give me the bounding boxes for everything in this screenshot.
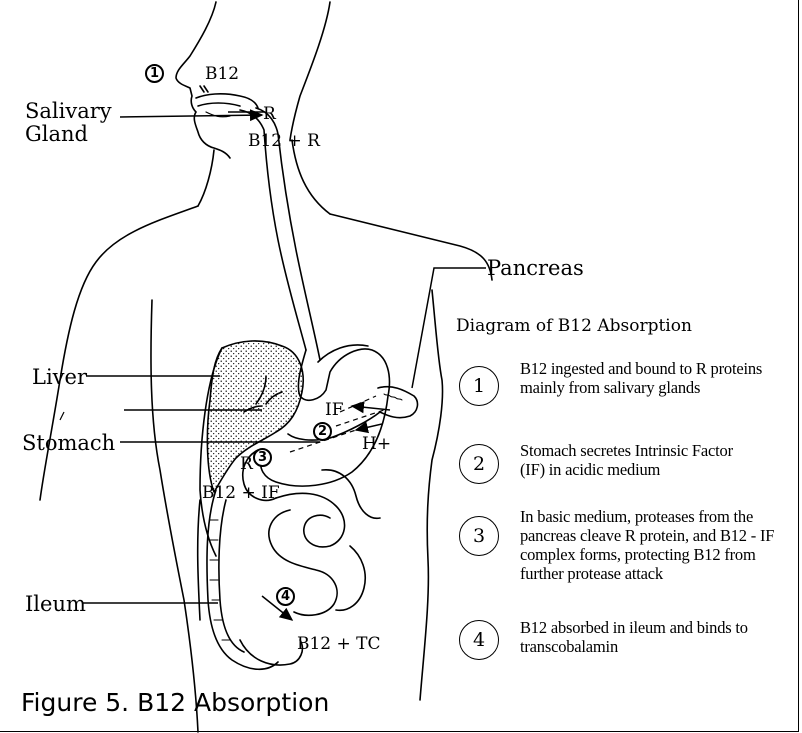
ileum-loop <box>240 640 302 665</box>
mouth-cavity <box>196 94 258 108</box>
figure-caption: Figure 5. B12 Absorption <box>21 688 329 717</box>
pancreas-label: Pancreas <box>487 258 584 279</box>
stomach-label: Stomach <box>22 433 115 454</box>
badge-1: 1 <box>145 64 164 83</box>
b12-tc-label: B12 + TC <box>297 636 381 653</box>
legend-step-3-text: In basic medium, proteases from the panc… <box>520 507 795 583</box>
r-stomach-label: R <box>240 456 253 473</box>
back-of-head <box>290 2 330 140</box>
legend-title: Diagram of B12 Absorption <box>456 318 692 335</box>
liver <box>207 341 303 492</box>
badge-4: 4 <box>276 587 295 606</box>
legend-step-4-text: B12 absorbed in ileum and binds to trans… <box>520 618 770 656</box>
legend-step-2-circle: 2 <box>459 444 499 484</box>
badge-2: 2 <box>313 422 332 441</box>
neck-front <box>198 150 214 206</box>
liver-label: Liver <box>32 367 87 388</box>
b12-r-label: B12 + R <box>248 133 320 150</box>
right-torso <box>420 290 443 700</box>
if-arrow <box>352 406 390 410</box>
left-shoulder <box>40 206 198 500</box>
b12-if-label: B12 + IF <box>202 485 280 502</box>
badge-3: 3 <box>253 448 272 467</box>
left-torso <box>151 300 198 732</box>
ileum-label: Ileum <box>25 594 86 615</box>
legend-step-1-text: B12 ingested and bound to R proteins mai… <box>520 359 790 397</box>
right-shoulder <box>330 214 492 280</box>
legend-step-1-circle: 1 <box>459 366 499 406</box>
salivary-gland-label: Salivary Gland <box>25 100 112 146</box>
legend-step-2-text: Stomach secretes Intrinsic Factor (IF) i… <box>520 441 750 479</box>
if-label: IF <box>325 402 344 419</box>
h-plus-label: H+ <box>362 436 391 453</box>
neck-back <box>292 140 330 214</box>
r-top-label: R <box>263 106 276 123</box>
pancreas <box>288 387 417 440</box>
salivary-pointer <box>120 115 262 117</box>
legend-step-4-circle: 4 <box>459 620 499 660</box>
right-side-line <box>198 500 200 620</box>
legend-step-3-circle: 3 <box>459 516 499 556</box>
b12-top-label: B12 <box>205 66 239 83</box>
tiny-tick <box>60 412 64 420</box>
